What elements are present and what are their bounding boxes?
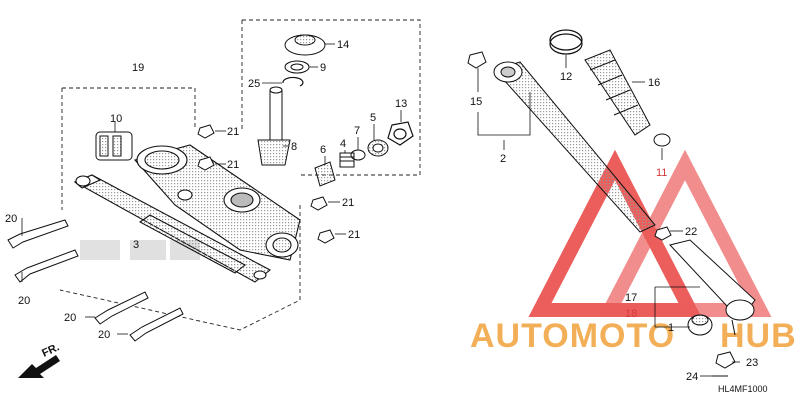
callout-21-b: 21: [227, 159, 239, 171]
pinion-shaft-part-8: [257, 86, 291, 166]
watermark-brand-part2: HUB: [720, 317, 797, 355]
callout-20-d: 20: [98, 329, 110, 341]
callout-1: 1: [668, 322, 674, 334]
callout-19: 19: [132, 62, 144, 74]
callout-14: 14: [337, 39, 349, 51]
callout-23: 23: [746, 357, 758, 369]
diagram-code: HL4MF1000: [718, 384, 768, 394]
callout-4: 4: [340, 138, 346, 150]
lock-nut-part-13: [387, 121, 414, 146]
watermark-brand-part1: AUTOMOTO: [470, 317, 675, 355]
boot-part-1: [687, 314, 713, 336]
callouts: 14 9 25 19 10 21 21 8 6 4 7 5 13 21 21 3…: [5, 39, 758, 383]
front-direction-label: FR.: [40, 341, 61, 359]
snap-ring-part-25: [282, 76, 304, 87]
spring-part-4: [339, 152, 355, 168]
steering-gearbox: [73, 144, 301, 283]
callout-3: 3: [133, 239, 139, 251]
callout-17: 17: [625, 292, 637, 304]
nut-part-23: [715, 351, 736, 369]
group-box-steering-gear: [59, 19, 421, 331]
boot-part-16: [584, 49, 651, 136]
lock-washer-part-15: [467, 51, 487, 69]
front-direction-arrow-icon: [18, 355, 60, 378]
callout-9: 9: [320, 62, 326, 74]
callout-2: 2: [500, 153, 506, 165]
watermark-logo: AUTOMOTO HUB: [470, 149, 797, 355]
bolts-part-20: [7, 219, 184, 342]
leader-lines: [21, 43, 740, 377]
callout-15: 15: [470, 96, 482, 108]
callout-10: 10: [110, 113, 122, 125]
callout-11: 11: [656, 167, 667, 179]
callout-8: 8: [291, 141, 297, 153]
callout-5: 5: [370, 112, 376, 124]
dust-seal-part-14: [284, 34, 326, 56]
mount-bushing-part-10: [95, 131, 133, 161]
callout-20-a: 20: [5, 213, 17, 225]
callout-6: 6: [320, 144, 326, 156]
callout-21-d: 21: [348, 229, 360, 241]
callout-20-c: 20: [64, 312, 76, 324]
callout-21-c: 21: [342, 197, 354, 209]
nut-part-22: [654, 226, 672, 241]
callout-21-a: 21: [227, 126, 239, 138]
callout-20-b: 20: [18, 295, 30, 307]
tie-rod-part-2: [493, 61, 656, 233]
guide-screw-part-5: [367, 139, 389, 157]
callout-22: 22: [685, 226, 697, 238]
callout-16: 16: [648, 77, 660, 89]
callout-7: 7: [354, 125, 360, 137]
tie-rod-end-part-17: [669, 239, 756, 336]
nut-21-upper: [197, 124, 335, 244]
callout-18: 18: [625, 308, 637, 320]
boot-clamp-part-12: [549, 29, 583, 55]
rack-teeth: [138, 214, 246, 274]
callout-24: 24: [686, 371, 698, 383]
callout-25: 25: [248, 78, 260, 90]
callout-13: 13: [395, 98, 407, 110]
rack-guide-part-6: [314, 161, 336, 187]
boot-band-part-11: [653, 133, 671, 147]
watermark-triangle-icon: [528, 149, 772, 317]
bearing-part-9: [284, 60, 310, 74]
callout-12: 12: [560, 71, 572, 83]
